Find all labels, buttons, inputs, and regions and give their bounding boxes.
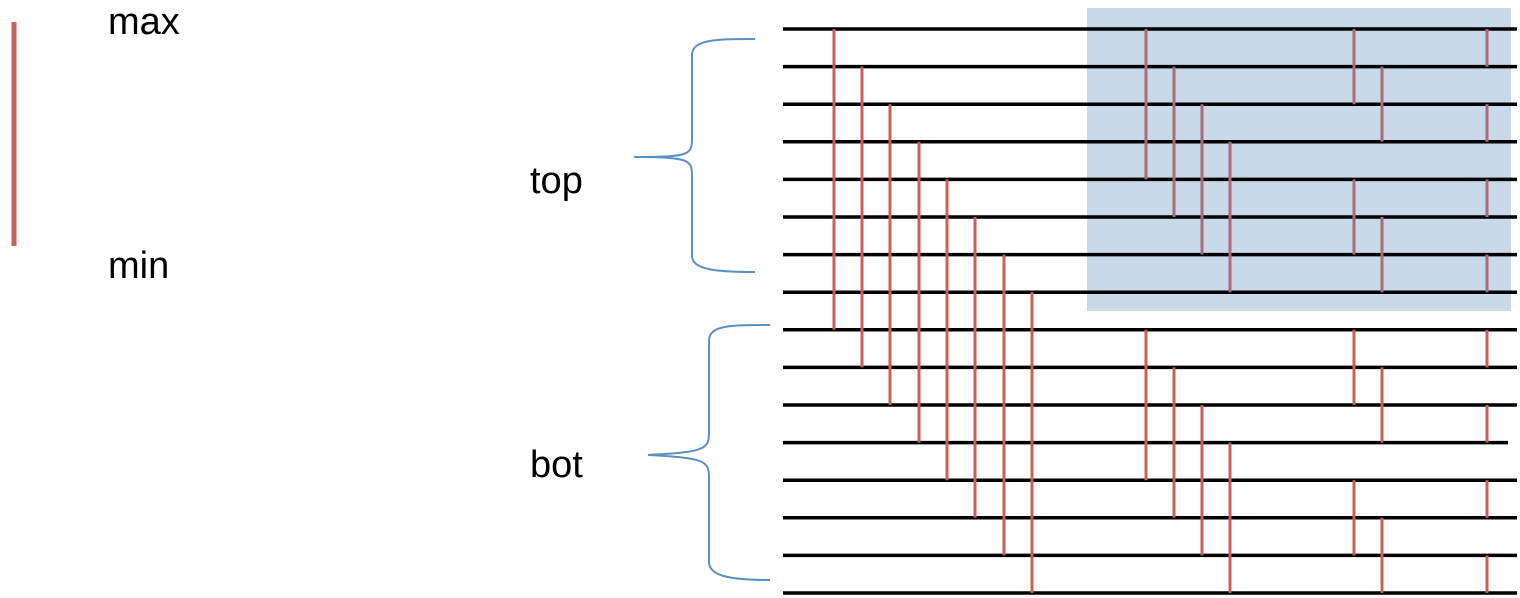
legend: max min xyxy=(11,1,180,287)
comparator-layer xyxy=(832,29,1489,593)
top-group-brace xyxy=(633,38,756,273)
highlight-region xyxy=(1087,8,1511,311)
top-group-label: top xyxy=(530,160,583,202)
bot-group-label: bot xyxy=(530,444,583,486)
legend-max-label: max xyxy=(108,1,180,43)
legend-min-label: min xyxy=(108,245,169,287)
bot-group-brace xyxy=(647,324,771,581)
